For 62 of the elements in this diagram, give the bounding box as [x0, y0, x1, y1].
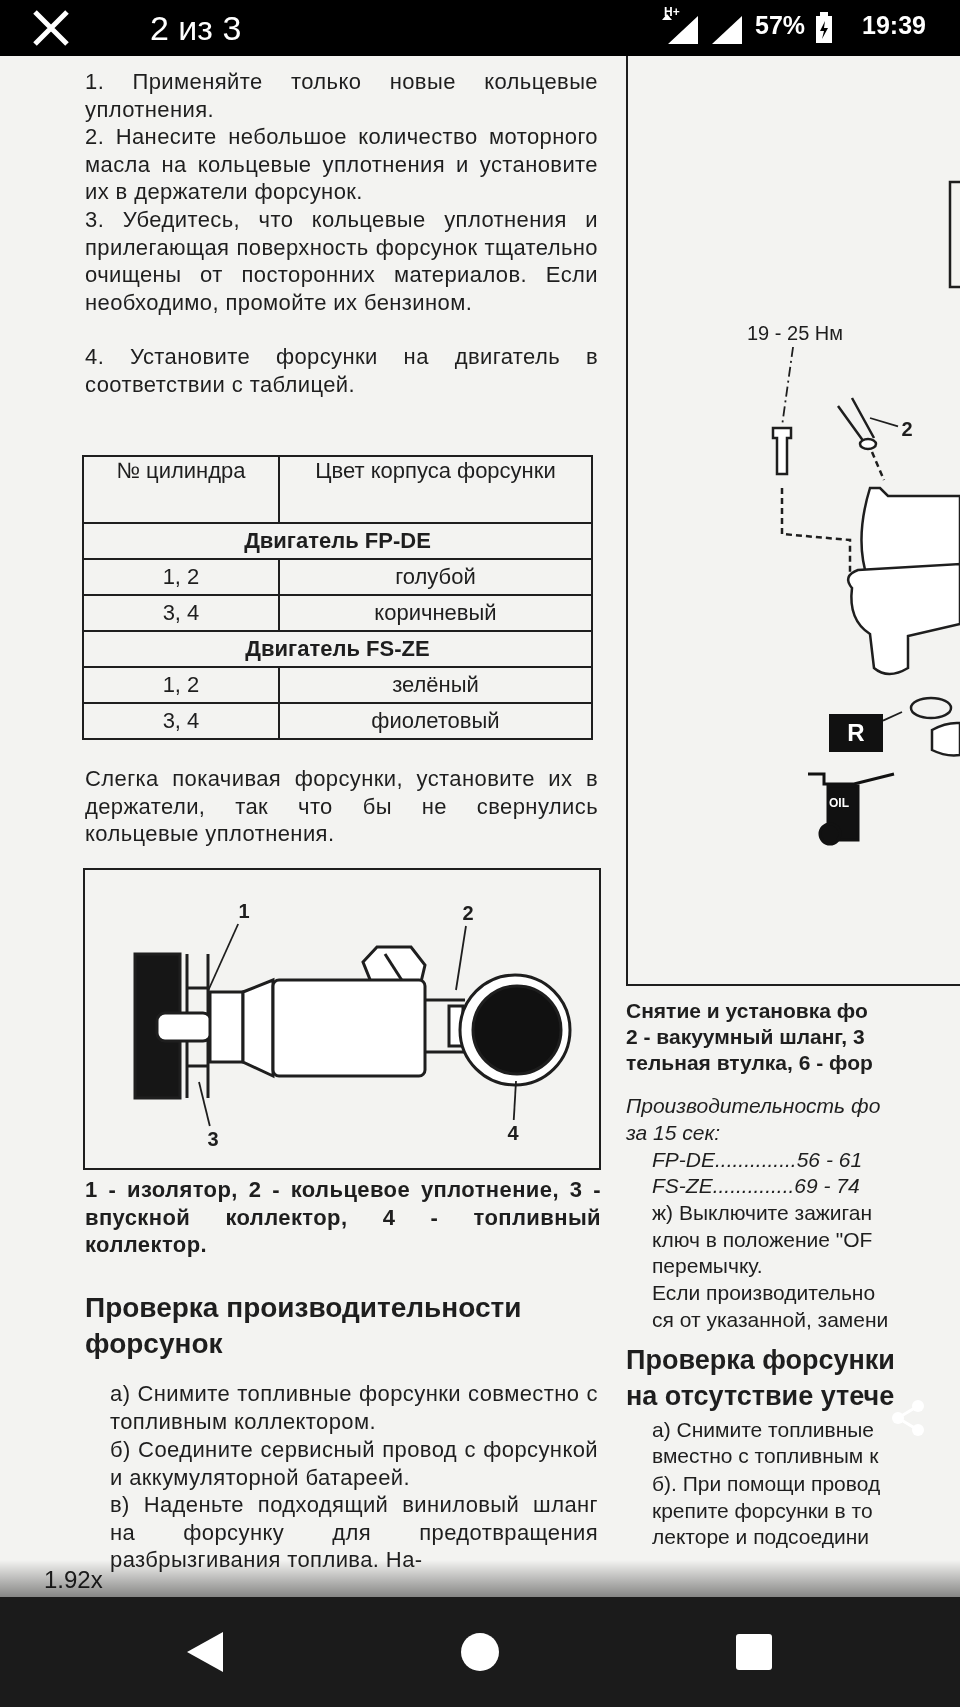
callout-number: 4: [504, 1120, 522, 1146]
instruction-step: 3. Убедитесь, что кольцевые уплотнения и прилегающая поверхность форсунок тщательно очищены от посторонних материалов. Если необходимо, промойте их бензином.: [85, 206, 598, 316]
battery-percent: 57%: [755, 10, 806, 40]
instruction-step: а) Снимите топливные форсунки совместно с топливным коллектором.: [110, 1380, 598, 1435]
leader-line: [198, 1081, 211, 1127]
spec-line: FP-DE..............56 - 61: [652, 1147, 863, 1173]
instruction-step: вместно с топливным к: [652, 1443, 879, 1469]
section-heading: Проверка производительности форсунок: [85, 1291, 523, 1361]
instruction-step: 4. Установите форсунки на двигатель в соответствии с таблицей.: [85, 343, 598, 398]
table-cell: 1, 2: [83, 559, 279, 595]
table-cell: 1, 2: [83, 667, 279, 703]
instruction-step: ж) Выключите зажиган: [652, 1200, 873, 1226]
replace-part-badge: R: [829, 714, 883, 752]
callout-number: 2: [898, 416, 916, 442]
figure-frame: [83, 868, 601, 1170]
instruction-step: в) Наденьте подходящий виниловый шланг на форсунку для предотвращения разбрызгивания топлива. На-: [110, 1491, 598, 1574]
clock-time: 19:39: [862, 10, 926, 40]
zoom-level: 1.92x: [44, 1566, 103, 1595]
body-paragraph: Слегка покачивая форсунки, установите их в держатели, так что бы не свернулись кольцевые уплотнения.: [85, 765, 598, 848]
spec-line: FS-ZE..............69 - 74: [652, 1173, 860, 1199]
leader-line: [512, 1080, 517, 1121]
body-paragraph: Если производительно: [652, 1280, 876, 1306]
spec-heading: за 15 сек:: [626, 1120, 721, 1146]
figure-caption: 1 - изолятор, 2 - кольцевое уплотнение, 3 - впускной коллектор, 4 - топливный коллектор.: [85, 1176, 601, 1259]
instruction-step: крепите форсунки в то: [652, 1498, 873, 1524]
table-cell: № цилиндра: [83, 456, 279, 523]
table-cell: 3, 4: [83, 703, 279, 739]
callout-number: 2: [459, 900, 477, 926]
table-cell: голубой: [278, 559, 592, 595]
instruction-step: б). При помощи провод: [652, 1471, 881, 1497]
spec-heading: Производительность фо: [626, 1093, 881, 1119]
instruction-step: ключ в положение "OF: [652, 1227, 873, 1253]
figure-frame: [626, 56, 960, 986]
torque-value: 19 - 25 Нм: [727, 319, 863, 347]
leader-line: [455, 925, 467, 991]
icon-label: OIL: [829, 796, 849, 811]
leader-line: [882, 711, 903, 722]
instruction-step: перемычку.: [652, 1253, 763, 1279]
instruction-step: а) Снимите топливные: [652, 1417, 874, 1443]
callout-number: 1: [235, 898, 253, 924]
section-heading: Проверка форсунки: [626, 1344, 895, 1377]
body-paragraph: ся от указанной, замени: [652, 1307, 889, 1333]
figure-caption: 2 - вакуумный шланг, 3: [626, 1024, 865, 1050]
section-heading: на отсутствие утече: [626, 1380, 895, 1413]
table-cell: Цвет корпуса форсунки: [278, 456, 592, 523]
network-type: H+: [664, 5, 680, 20]
instruction-step: лекторе и подсоедини: [652, 1524, 869, 1550]
table-cell: коричневый: [278, 595, 592, 631]
table-cell: Двигатель FP-DE: [83, 523, 592, 559]
table-cell: Двигатель FS-ZE: [83, 631, 592, 667]
table-cell: фиолетовый: [278, 703, 592, 739]
callout-number: 3: [204, 1126, 222, 1152]
instruction-step: 1. Применяйте только новые кольцевые уплотнения.: [85, 68, 598, 123]
instruction-step: 2. Нанесите небольшое количество моторного масла на кольцевые уплотнения и установите их в держатели форсунок.: [85, 123, 598, 206]
page-counter: 2 из 3: [150, 8, 242, 49]
figure-caption: Снятие и установка фо: [626, 998, 868, 1024]
table-cell: зелёный: [278, 667, 592, 703]
instruction-step: б) Соедините сервисный провод с форсункой и аккумуляторной батареей.: [110, 1436, 598, 1491]
leader-line: [869, 417, 899, 428]
table-cell: 3, 4: [83, 595, 279, 631]
leader-line: [207, 923, 240, 992]
figure-caption: тельная втулка, 6 - фор: [626, 1050, 873, 1076]
